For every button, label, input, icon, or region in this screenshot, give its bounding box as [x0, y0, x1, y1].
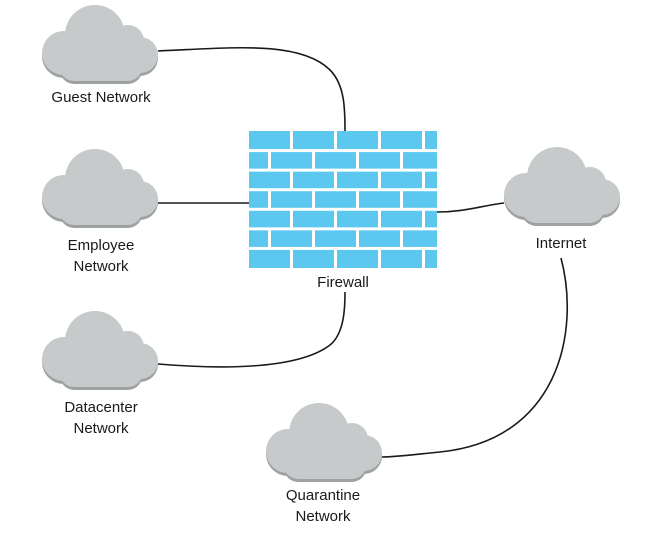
guest-network-label: Guest Network [51, 89, 151, 106]
brick [293, 131, 334, 150]
brick [425, 171, 437, 189]
brick [315, 152, 356, 169]
brick [403, 152, 437, 169]
brick [403, 230, 437, 247]
connection-internet-to-quarantine [381, 257, 569, 458]
brick [271, 191, 312, 208]
brick [249, 131, 290, 150]
brick [359, 191, 400, 208]
employee-network-cloud-icon [42, 149, 158, 228]
datacenter-network-cloud-icon [42, 311, 158, 390]
brick [293, 171, 334, 189]
internet-cloud-icon [504, 147, 620, 226]
brick [381, 249, 422, 268]
firewall-brick-wall-icon [249, 131, 437, 268]
connection-guest-to-firewall [157, 46, 346, 132]
brick [249, 191, 268, 208]
brick [381, 171, 422, 189]
brick [249, 249, 290, 268]
brick [293, 210, 334, 228]
brick [249, 171, 290, 189]
connection-lines [157, 46, 569, 458]
brick [271, 152, 312, 169]
brick [381, 210, 422, 228]
brick [249, 210, 290, 228]
brick [425, 249, 437, 268]
brick [293, 249, 334, 268]
brick [315, 191, 356, 208]
brick [315, 230, 356, 247]
quarantine-network-label: Quarantine Network [285, 487, 361, 525]
brick [337, 249, 378, 268]
quarantine-network-cloud-icon [266, 403, 382, 482]
brick [337, 131, 378, 150]
brick [425, 131, 437, 150]
brick [403, 191, 437, 208]
brick [359, 230, 400, 247]
brick [381, 131, 422, 150]
brick [271, 230, 312, 247]
employee-network-label: Employee Network [67, 237, 135, 275]
brick [249, 152, 268, 169]
brick [337, 210, 378, 228]
internet-label: Internet [535, 235, 587, 252]
brick [337, 171, 378, 189]
brick [425, 210, 437, 228]
firewall-label: Firewall [317, 274, 369, 291]
connection-datacenter-to-firewall [157, 291, 346, 368]
guest-network-cloud-icon [42, 5, 158, 84]
connection-firewall-to-internet [436, 202, 505, 213]
brick [359, 152, 400, 169]
brick [249, 230, 268, 247]
datacenter-network-label: Datacenter Network [64, 399, 138, 437]
